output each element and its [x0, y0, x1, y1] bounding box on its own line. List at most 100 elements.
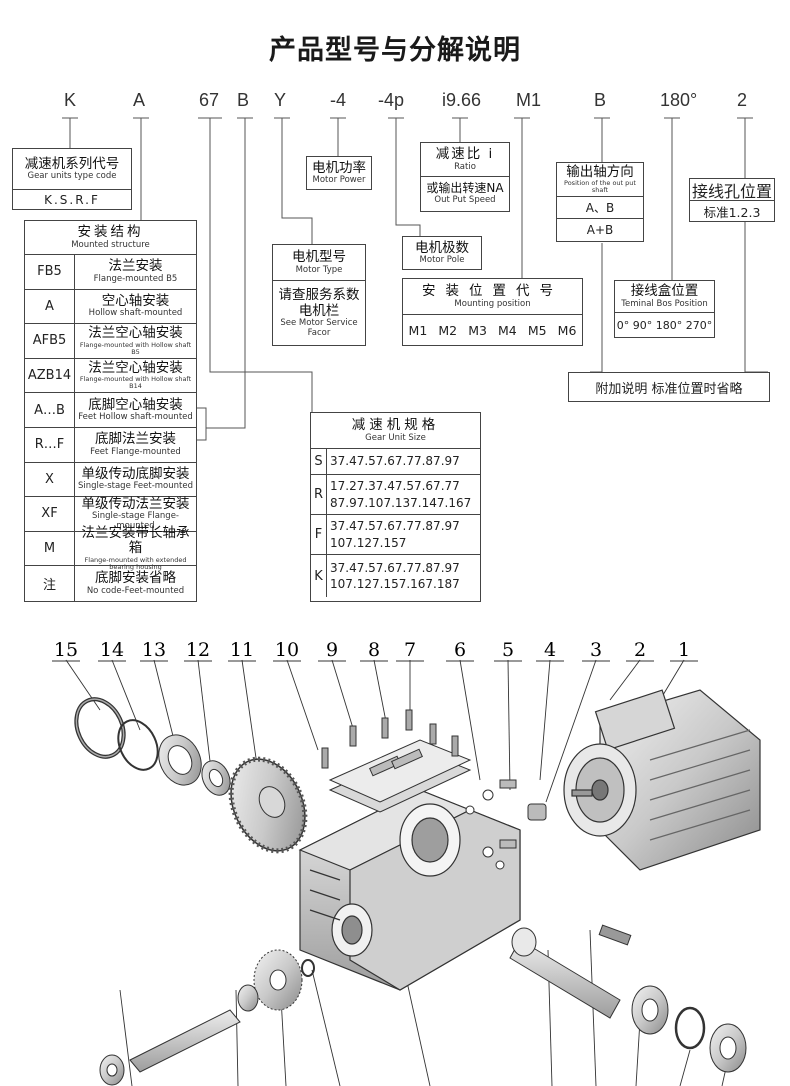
part-number-label: 12	[186, 639, 210, 661]
ratio-box: 减速比 i Ratio 或输出转速NA Out Put Speed	[420, 142, 510, 212]
gear-size-line: 17.27.37.47.57.67.77	[330, 479, 460, 494]
code-mount-pos: M1	[516, 90, 542, 110]
gear-size-code: R	[311, 475, 327, 514]
motor-type-note-zh1: 请查服务系数	[278, 287, 360, 304]
terminal-box-value: 0°	[616, 318, 630, 332]
code-power: -4	[330, 90, 347, 110]
code-terminal: 180°	[660, 90, 698, 110]
gear-size-values: 37.47.57.67.77.87.97	[327, 449, 480, 474]
mounting-code: A	[25, 289, 75, 324]
mounting-code: 注	[25, 566, 75, 601]
part-number-label: 6	[454, 639, 466, 661]
motor-pole-zh: 电机极数	[415, 239, 469, 256]
code-mounting: A	[133, 90, 146, 110]
mounting-desc-en: Feet Hollow shaft-mounted	[78, 412, 193, 423]
wiring-hole-zh: 接线孔位置	[690, 179, 774, 201]
ratio-en2: Out Put Speed	[434, 195, 496, 206]
motor-type-box: 电机型号 Motor Type 请查服务系数 电机栏 See Motor Ser…	[272, 244, 366, 346]
part-number-label: 4	[544, 639, 556, 661]
mounting-code: A…B	[25, 393, 75, 427]
gear-size-line: 37.47.57.67.77.87.97	[330, 454, 460, 469]
mounting-title-zh: 安装结构	[77, 224, 144, 241]
terminal-box-value: 270°	[685, 318, 713, 332]
mounting-desc-en: Flange-mounted with Hollow shaft B5	[79, 340, 192, 356]
gear-size-code: F	[311, 515, 327, 554]
output-shaft-zh: 输出轴方向	[566, 163, 634, 180]
mounting-position-en: Mounting position	[454, 298, 531, 309]
mounting-desc-en: No code-Feet-mounted	[86, 585, 185, 596]
output-shaft-en: Position of the out put shaft	[564, 179, 636, 195]
mounting-code: AZB14	[25, 358, 75, 393]
code-ratio: i9.66	[442, 90, 482, 110]
gear-size-code: S	[311, 449, 327, 474]
mounting-desc-en: Single-stage Flange-mounted	[91, 511, 180, 531]
ratio-zh2: 或输出转速NA	[426, 181, 504, 196]
mounting-desc-zh: 法兰安装	[108, 258, 163, 275]
mounting-desc-zh: 法兰空心轴安装	[88, 325, 183, 342]
mounting-position-value: M2	[438, 322, 458, 338]
output-shaft-opt1: A、B	[557, 197, 643, 219]
motor-pole-en: Motor Pole	[419, 255, 465, 266]
motor-type-en: Motor Type	[295, 264, 343, 275]
wiring-hole-value: 标准1.2.3	[703, 204, 761, 220]
mounting-desc-en: Feet Flange-mounted	[90, 446, 181, 457]
gear-size-line: 87.97.107.137.147.167	[330, 495, 472, 510]
mounting-code: X	[25, 462, 75, 497]
type-code-en: Gear units type code	[27, 171, 117, 182]
mounting-desc-zh: 底脚安装省略	[95, 570, 176, 587]
part-number-label: 2	[634, 639, 646, 661]
gear-size-line: 107.127.157	[330, 535, 407, 550]
gear-size-code: K	[311, 555, 327, 597]
mounting-desc-en: Single-stage Feet-mounted	[78, 481, 193, 492]
mounting-position-value: M4	[498, 322, 517, 338]
terminal-box-value: 180°	[655, 318, 683, 332]
terminal-box-values: 0°90°180°270°	[615, 313, 714, 337]
part-number-label: 14	[100, 639, 124, 661]
mounting-desc-en: Flange-mounted B5	[93, 273, 178, 284]
terminal-box-en: Teminal Bos Position	[621, 298, 708, 309]
part-number-label: 15	[54, 639, 78, 661]
part-number-label: 13	[142, 639, 166, 661]
code-wiring: 2	[737, 90, 748, 110]
mounting-desc-zh: 单级传动底脚安装	[81, 465, 190, 482]
mounting-code: AFB5	[25, 324, 75, 358]
motor-type-zh: 电机型号	[292, 249, 346, 266]
mounting-desc-zh: 底脚法兰安装	[95, 431, 176, 448]
mounting-code: XF	[25, 497, 75, 531]
motor-type-note-zh2: 电机栏	[298, 302, 340, 319]
mounting-position-zh: 安装位置代号	[422, 283, 563, 300]
part-number-label: 1	[678, 639, 690, 661]
mounting-desc-zh: 底脚空心轴安装	[88, 396, 183, 413]
type-code-box: 减速机系列代号 Gear units type code K.S.R.F	[12, 148, 132, 210]
mounting-desc-en: Flange-mounted with Hollow shaft B14	[79, 375, 192, 391]
part-number-label: 8	[368, 639, 380, 661]
mounting-position-value: M1	[408, 322, 428, 338]
gear-size-line: 107.127.157.167.187	[330, 577, 460, 591]
connector-lines	[62, 117, 768, 441]
code-size: 67	[199, 90, 220, 110]
gear-size-line: 37.47.57.67.77.87.97	[330, 560, 460, 575]
output-shaft-opt2: A+B	[586, 223, 614, 237]
part-number-label: 5	[502, 639, 514, 661]
motor-type-note-en2: Facor	[307, 327, 331, 338]
